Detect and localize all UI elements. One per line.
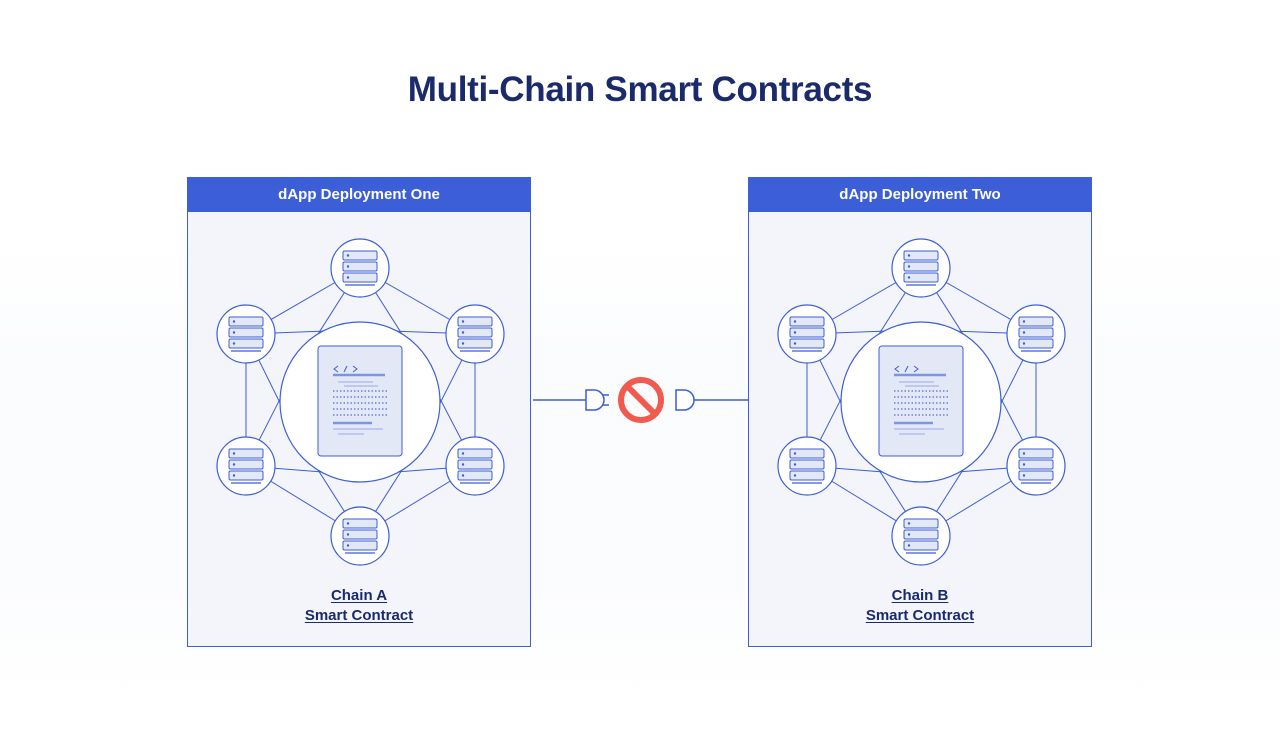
chain-label: Chain A [330,587,388,604]
server-node-icon [330,238,390,298]
server-node-icon [891,238,951,298]
panel-header: dApp Deployment One [188,178,530,212]
plug-icon [585,389,609,411]
chain-a-node-network [216,238,505,566]
server-node-icon [777,304,837,364]
server-node-icon [330,506,390,566]
chain-b-node-network [777,238,1066,566]
dapp-deployment-two-panel: dApp Deployment Two Chain B Smart Contra… [748,177,1092,647]
code-document-icon [878,345,964,457]
contract-label: Smart Contract [865,607,975,624]
contract-label: Smart Contract [304,607,414,624]
server-node-icon [1006,436,1066,496]
server-node-icon [1006,304,1066,364]
server-node-icon [445,436,505,496]
code-document-icon [317,345,403,457]
prohibited-icon [618,377,664,423]
server-node-icon [777,436,837,496]
page-title: Multi-Chain Smart Contracts [407,70,873,109]
chain-label: Chain B [891,587,949,604]
server-node-icon [445,304,505,364]
server-node-icon [216,436,276,496]
socket-icon [675,389,695,411]
server-node-icon [216,304,276,364]
dapp-deployment-one-panel: dApp Deployment One Chain A Smart Contra… [187,177,531,647]
panel-header: dApp Deployment Two [749,178,1091,212]
server-node-icon [891,506,951,566]
